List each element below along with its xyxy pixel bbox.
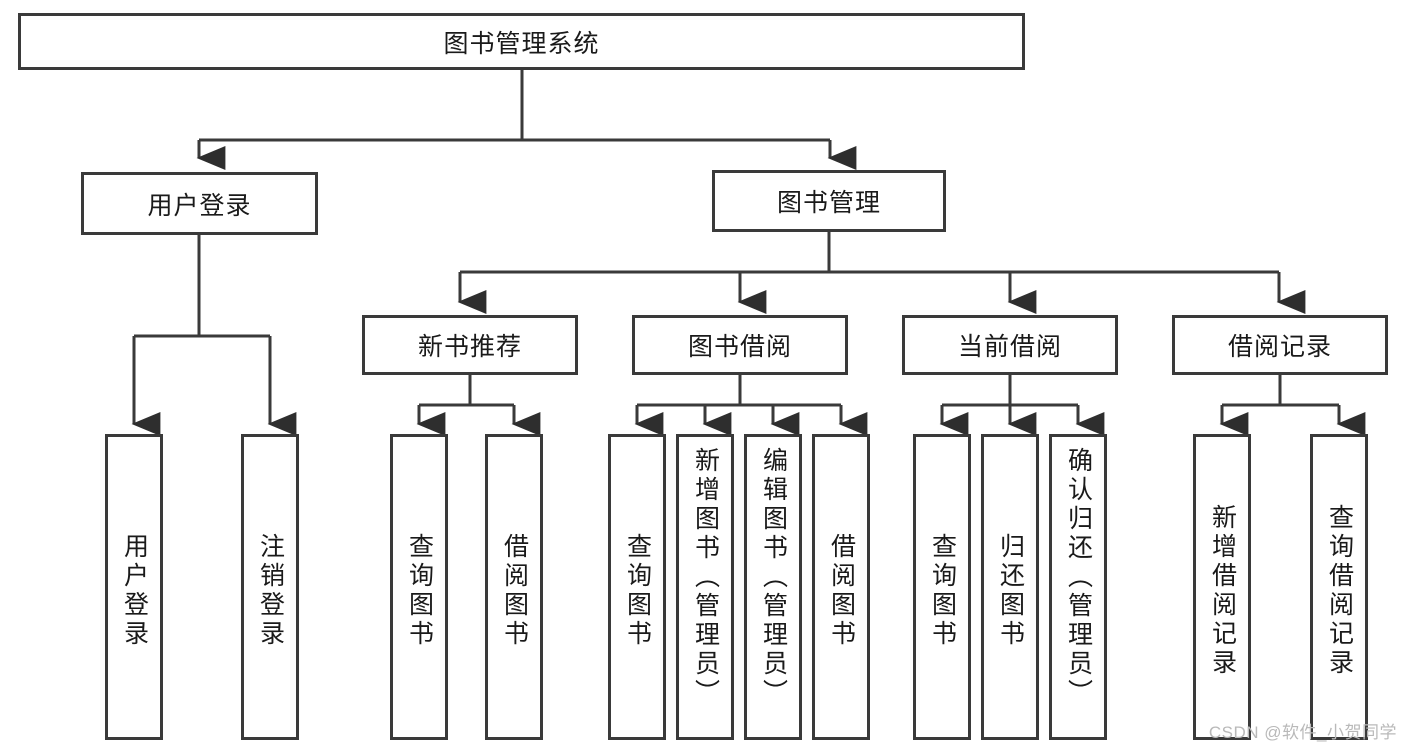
leaf-label: 新增图书（管理员） <box>691 447 720 708</box>
node-borrow-records[interactable]: 借阅记录 <box>1172 315 1388 375</box>
leaf-current-return-book[interactable]: 归还图书 <box>981 434 1039 740</box>
leaf-label: 查询图书 <box>928 533 957 649</box>
leaf-borrow-query-book[interactable]: 查询图书 <box>608 434 666 740</box>
node-current-borrow[interactable]: 当前借阅 <box>902 315 1118 375</box>
leaf-borrow-borrow-book[interactable]: 借阅图书 <box>812 434 870 740</box>
leaf-records-query-record[interactable]: 查询借阅记录 <box>1310 434 1368 740</box>
leaf-label: 查询图书 <box>623 533 652 649</box>
leaf-label: 归还图书 <box>996 533 1025 649</box>
leaf-label: 查询图书 <box>405 533 434 649</box>
leaf-user-login-logout[interactable]: 注销登录 <box>241 434 299 740</box>
leaf-label: 编辑图书（管理员） <box>759 447 788 708</box>
csdn-watermark: CSDN @软件_小贺同学 <box>1208 723 1397 742</box>
leaf-records-add-record[interactable]: 新增借阅记录 <box>1193 434 1251 740</box>
leaf-label: 查询借阅记录 <box>1325 504 1354 678</box>
leaf-label: 确认归还（管理员） <box>1064 447 1093 708</box>
node-book-borrow[interactable]: 图书借阅 <box>632 315 848 375</box>
leaf-label: 借阅图书 <box>827 533 856 649</box>
leaf-current-query-book[interactable]: 查询图书 <box>913 434 971 740</box>
leaf-borrow-add-book-admin[interactable]: 新增图书（管理员） <box>676 434 734 740</box>
node-root-system[interactable]: 图书管理系统 <box>18 13 1025 70</box>
leaf-new-book-borrow[interactable]: 借阅图书 <box>485 434 543 740</box>
leaf-label: 用户登录 <box>120 533 149 649</box>
node-new-book-recommend[interactable]: 新书推荐 <box>362 315 578 375</box>
leaf-label: 新增借阅记录 <box>1208 504 1237 678</box>
leaf-borrow-edit-book-admin[interactable]: 编辑图书（管理员） <box>744 434 802 740</box>
leaf-current-confirm-return-admin[interactable]: 确认归还（管理员） <box>1049 434 1107 740</box>
leaf-new-book-query[interactable]: 查询图书 <box>390 434 448 740</box>
leaf-label: 注销登录 <box>256 533 285 649</box>
leaf-user-login-login[interactable]: 用户登录 <box>105 434 163 740</box>
node-user-login[interactable]: 用户登录 <box>81 172 318 235</box>
node-book-management[interactable]: 图书管理 <box>712 170 946 232</box>
leaf-label: 借阅图书 <box>500 533 529 649</box>
